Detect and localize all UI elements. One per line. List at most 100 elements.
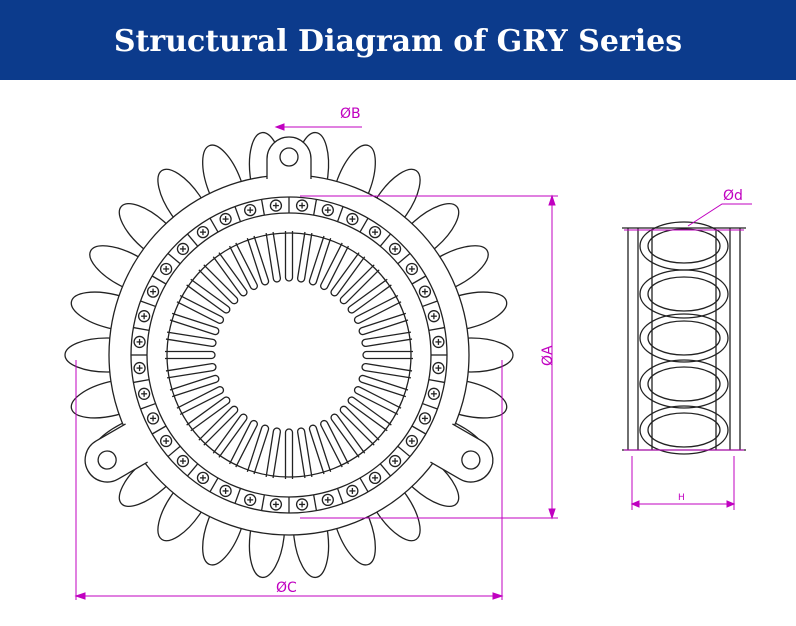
finger-outline	[169, 374, 220, 398]
ring-segment-divider	[397, 445, 411, 458]
finger-outline	[308, 424, 332, 475]
ring-segment-divider	[428, 379, 445, 384]
structural-drawing: ØB ØA ØC Ød H	[64, 106, 752, 600]
ring-segment-divider	[186, 463, 199, 477]
ring-segment-divider	[336, 488, 344, 504]
inner-finger	[361, 331, 413, 347]
inner-finger	[169, 374, 220, 398]
inner-finger	[362, 350, 413, 360]
tab-body	[84, 423, 148, 483]
tab-hole	[279, 147, 299, 167]
mounting-tabs	[84, 136, 494, 483]
mounting-tab	[84, 423, 148, 483]
finger-outline	[284, 231, 294, 282]
ring-segment-divider	[313, 199, 318, 216]
finger-outline	[339, 405, 380, 446]
dimension-d-leader	[687, 203, 752, 227]
inner-finger	[347, 396, 392, 432]
inner-finger	[165, 350, 216, 360]
coil-turn-inner	[647, 412, 721, 448]
ring-segment-divider	[428, 326, 445, 331]
finger-outline	[358, 374, 409, 398]
inner-finger	[229, 419, 258, 468]
finger-outline	[330, 252, 366, 297]
finger-outline	[169, 312, 220, 336]
finger-outline	[165, 350, 216, 360]
finger-outline	[353, 386, 402, 415]
dimension-arrow	[548, 194, 556, 206]
finger-outline	[361, 363, 413, 379]
coil-turn-inner	[647, 366, 721, 402]
inner-finger	[361, 363, 413, 379]
ring-segment-divider	[336, 206, 344, 222]
ring-inner-edge	[166, 232, 412, 478]
tab-hole	[461, 450, 481, 470]
finger-outline	[362, 350, 413, 360]
inner-finger	[297, 231, 313, 283]
finger-outline	[347, 278, 392, 314]
finger-outline	[198, 405, 239, 446]
finger-outline	[212, 252, 248, 297]
ring-segment-divider	[234, 488, 242, 504]
ring-segment-divider	[133, 326, 150, 331]
tab-body	[430, 423, 494, 483]
dimension-label-h: H	[678, 493, 685, 503]
inner-finger	[186, 278, 231, 314]
tab-body	[266, 136, 312, 179]
finger-outline	[347, 396, 392, 432]
inner-finger	[246, 235, 270, 286]
inner-finger	[353, 295, 402, 324]
coil-turn	[639, 313, 729, 363]
ring-segment-divider	[260, 494, 265, 511]
finger-outline	[176, 386, 225, 415]
finger-outline	[265, 231, 281, 283]
finger-outline	[284, 428, 294, 479]
ring-segment-divider	[167, 252, 181, 265]
inner-finger	[358, 312, 409, 336]
ring-segment-divider	[209, 477, 219, 493]
front-view	[64, 131, 514, 579]
ring-segment-divider	[422, 402, 438, 410]
ring-frame	[108, 174, 470, 536]
dimension-arrow	[630, 500, 640, 508]
page-title: Structural Diagram of GRY Series	[113, 24, 683, 59]
inner-finger	[169, 312, 220, 336]
dimension-arrow	[492, 592, 504, 600]
ring-segment-divider	[260, 199, 265, 216]
inner-finger	[176, 295, 225, 324]
finger-outline	[308, 235, 332, 286]
finger-outline	[229, 419, 258, 468]
finger-outline	[358, 312, 409, 336]
dimension-arrow	[74, 592, 86, 600]
mounting-tab	[430, 423, 494, 483]
ring-segment-divider	[411, 275, 427, 285]
ring-segment-divider	[133, 379, 150, 384]
inner-finger	[265, 427, 281, 479]
dimension-arrow	[274, 123, 285, 131]
tab-hole	[97, 450, 117, 470]
finger-outline	[229, 242, 258, 291]
mounting-tab	[266, 136, 312, 179]
inner-finger	[229, 242, 258, 291]
coil-turn	[639, 405, 729, 455]
ring-segment-divider	[151, 425, 167, 435]
inner-finger	[176, 386, 225, 415]
inner-finger	[165, 363, 217, 379]
ring-segment-divider	[234, 206, 242, 222]
inner-finger	[353, 386, 402, 415]
inner-finger	[339, 405, 380, 446]
dimension-arrow	[548, 508, 556, 520]
coil-turn-inner	[647, 276, 721, 312]
finger-outline	[297, 231, 313, 283]
finger-outline	[186, 278, 231, 314]
inner-finger	[165, 331, 217, 347]
ring-segment-divider	[411, 425, 427, 435]
ring-segment-divider	[140, 402, 156, 410]
ring-segment-divider	[422, 300, 438, 308]
dimension-lines	[74, 123, 752, 600]
inner-finger	[308, 235, 332, 286]
inner-finger	[198, 405, 239, 446]
side-view	[622, 221, 746, 455]
inner-finger	[320, 242, 349, 291]
inner-finger	[297, 427, 313, 479]
